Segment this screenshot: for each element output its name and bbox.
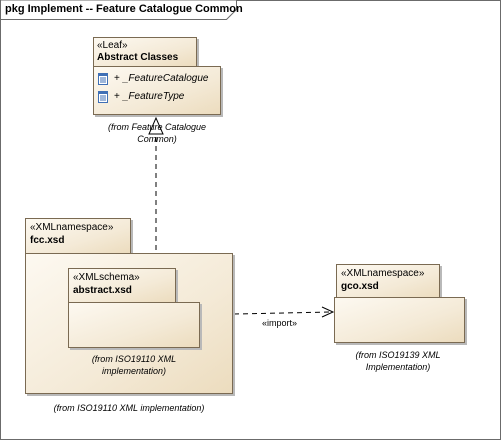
abstract-xsd-stereotype: «XMLschema» [73,272,140,283]
abstract-xsd-body[interactable] [68,302,200,348]
fcc-name: fcc.xsd [30,235,65,246]
realization-arrowhead [148,116,164,135]
gco-from-note: (from ISO19139 XML Implementation) [355,350,441,372]
attribute-name: _FeatureCatalogue [122,73,209,84]
import-line [233,311,333,315]
abstract-xsd-from-note: (from ISO19110 XML implementation) [91,354,177,376]
fcc-stereotype: «XMLnamespace» [30,222,114,233]
attribute-visibility: + [114,73,120,84]
gco-name: gco.xsd [341,281,379,292]
import-dependency-label: «import» [262,318,298,328]
abstract-classes-name: Abstract Classes [97,52,179,63]
gco-stereotype: «XMLnamespace» [341,268,425,279]
attribute-visibility: + [114,91,120,102]
abstract-xsd-name: abstract.xsd [73,285,132,296]
diagram-title: pkg Implement -- Feature Catalogue Commo… [5,3,243,15]
frame-tab-outline [0,0,237,20]
import-arrowhead [321,306,335,318]
attribute-icon [98,73,108,85]
abstract-classes-from-note: (from Feature Catalogue Common) [107,122,207,144]
abstract-classes-box[interactable]: «Leaf» Abstract Classes [93,37,197,67]
gco-package-body[interactable] [334,297,465,343]
abstract-classes-stereotype: «Leaf» [97,40,128,51]
gco-package-tab[interactable]: «XMLnamespace» gco.xsd [336,264,440,299]
abstract-classes-attributes[interactable]: +_FeatureCatalogue +_FeatureType [93,66,221,115]
abstract-xsd-tab[interactable]: «XMLschema» abstract.xsd [68,268,176,303]
fcc-package-tab[interactable]: «XMLnamespace» fcc.xsd [25,218,131,254]
frame-title-tab: pkg Implement -- Feature Catalogue Commo… [0,0,243,20]
attribute-icon [98,91,108,103]
attribute-name: _FeatureType [122,91,185,102]
fcc-from-note: (from ISO19110 XML implementation) [53,403,205,413]
